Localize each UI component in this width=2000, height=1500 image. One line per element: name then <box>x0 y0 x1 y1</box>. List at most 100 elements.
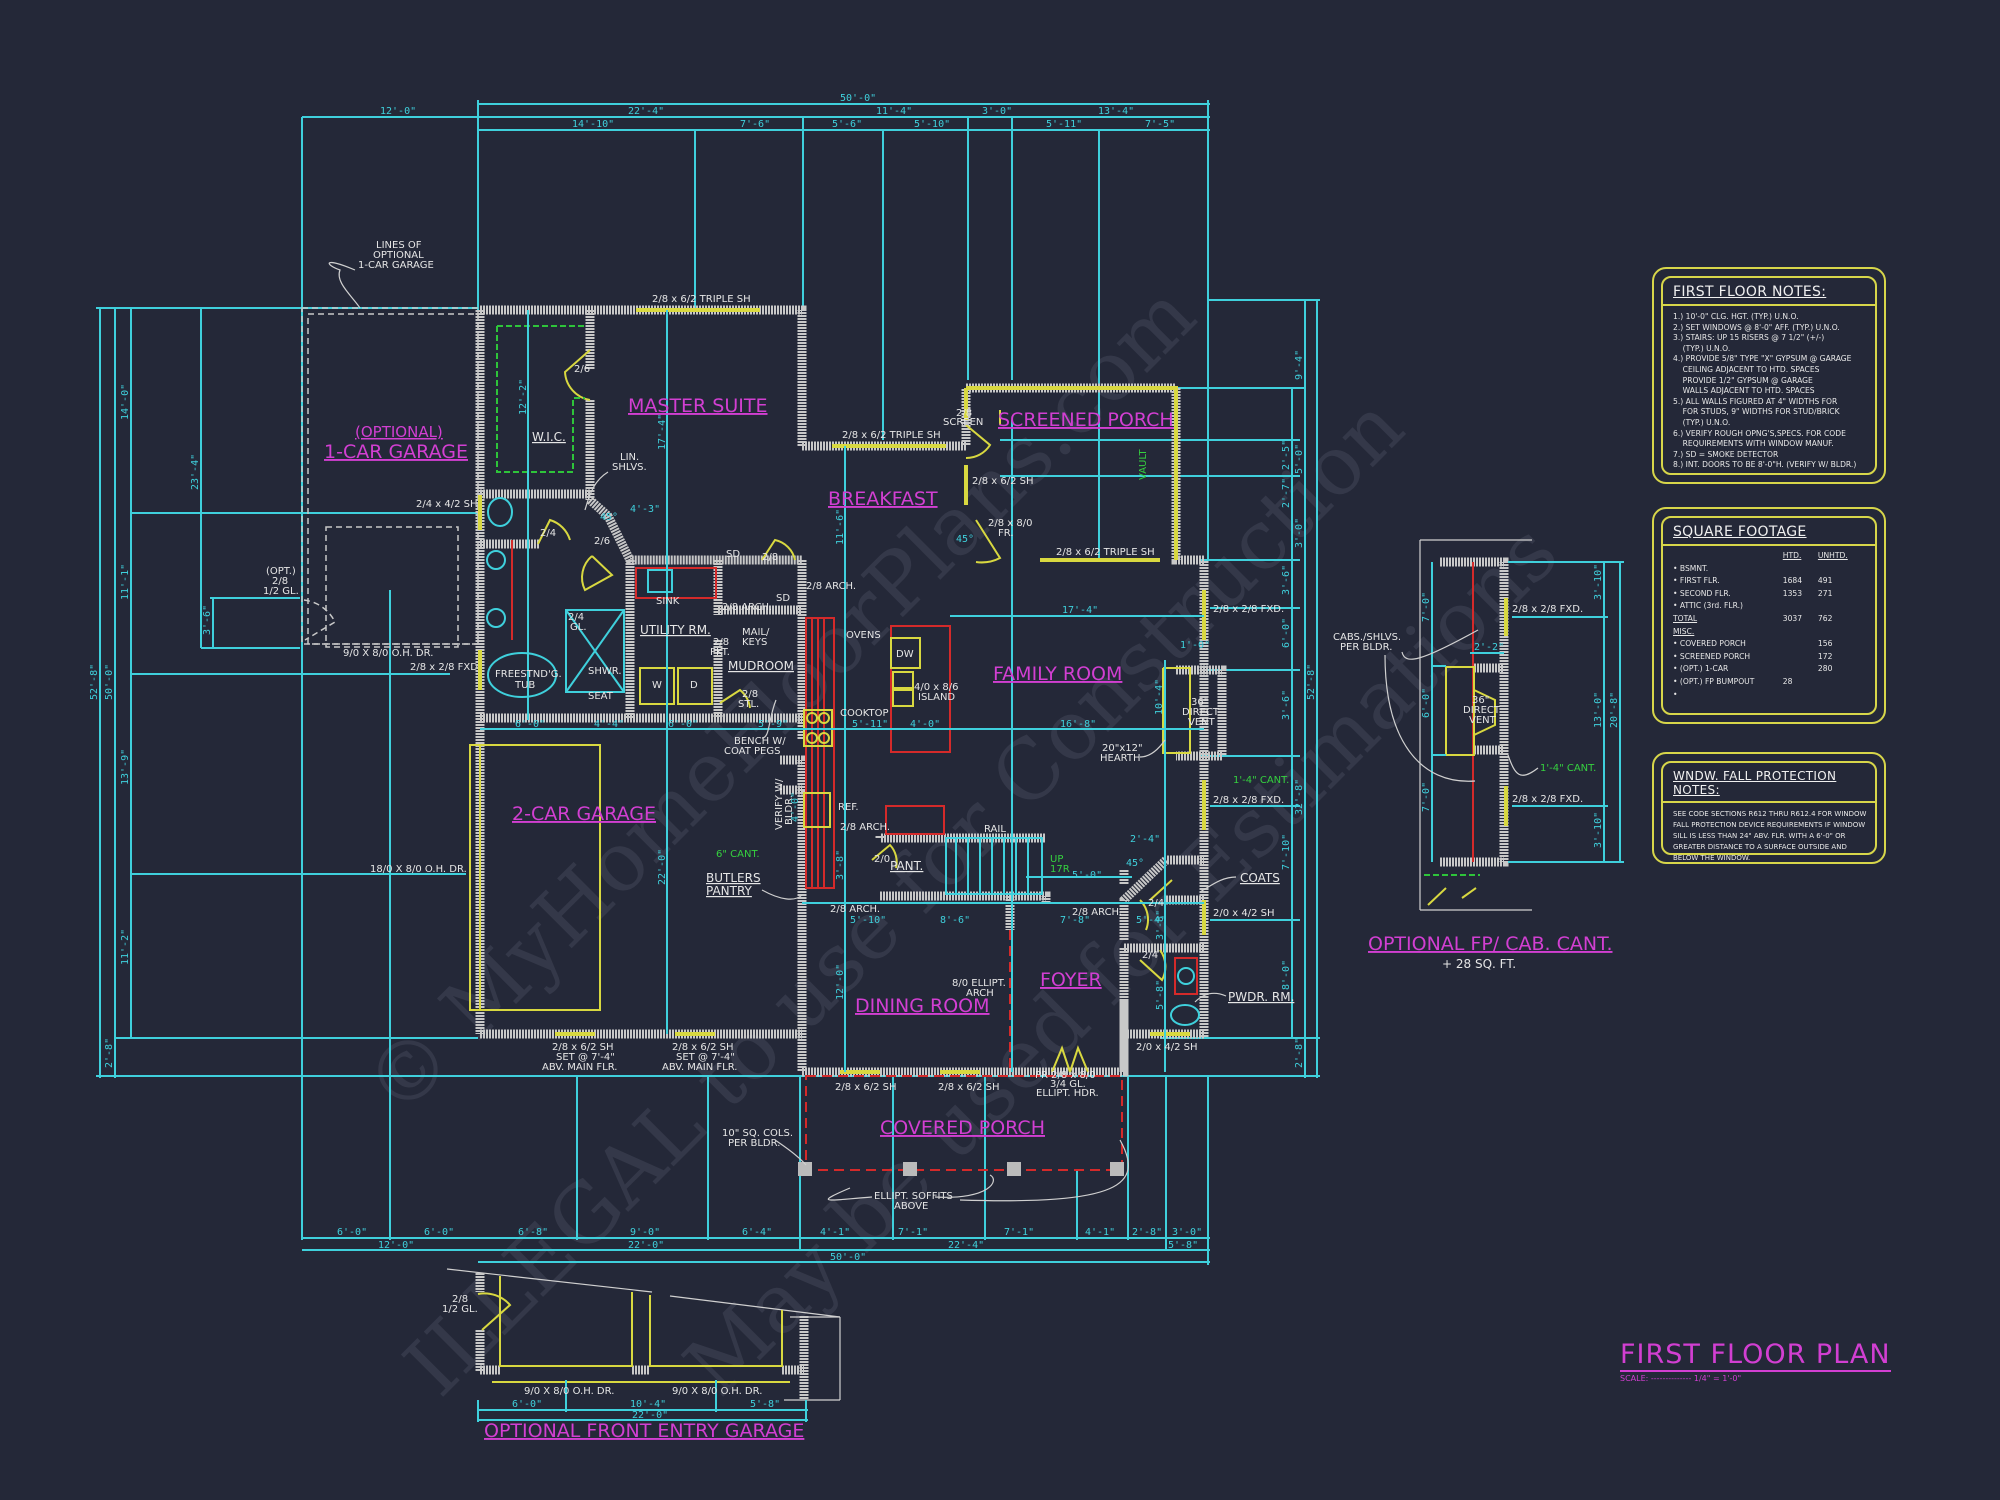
rail-label: RAIL <box>984 824 1006 835</box>
plan-title: FIRST FLOOR PLAN <box>1620 1339 1891 1372</box>
plan-title-block: FIRST FLOOR PLAN SCALE: -------------- 1… <box>1620 1340 1891 1383</box>
sf-misc-label: • SCREENED PORCH <box>1673 651 1751 661</box>
dim-left-fourth-0: 23'-4" <box>190 454 201 490</box>
fp-vent-3: VENT <box>1469 715 1497 726</box>
fg-oh-door-a: 9/0 X 8/0 O.H. DR. <box>524 1386 614 1397</box>
sd-2: SD <box>776 593 790 604</box>
doors <box>537 349 1173 1073</box>
sf-header-unhtd: UNHTD. <box>1817 551 1848 560</box>
dw-label: DW <box>896 649 914 660</box>
note-line: (TYP.) U.N.O. <box>1673 417 1731 427</box>
door-2-4-b: 2/4 <box>1148 898 1164 909</box>
door-2-0: 2/0 <box>874 854 890 865</box>
fall-protection-title: WNDW. FALL PROTECTION NOTES: <box>1663 763 1875 803</box>
cols-1: 10" SQ. COLS. <box>722 1128 793 1139</box>
window-2-4-sh-label: 2/4 x 4/2 SH <box>416 499 478 510</box>
sf-row-unhtd: 491 <box>1817 576 1833 586</box>
garage-win-1c: ABV. MAIN FLR. <box>542 1062 617 1073</box>
fp-dim-3: 2'-2" <box>1474 642 1504 653</box>
room-covered-porch: COVERED PORCH <box>880 1117 1045 1139</box>
dim-top-r1-1: 22'-4" <box>628 106 664 117</box>
note-line: PROVIDE 1/2" GYPSUM @ GARAGE <box>1673 375 1813 385</box>
room-master-suite: MASTER SUITE <box>628 395 768 417</box>
lines-opt-label-1: LINES OF <box>376 240 422 251</box>
stl-2: STL. <box>738 699 759 710</box>
garage-win-1a: 2/8 x 6/2 SH <box>552 1042 614 1053</box>
sf-misc-unhtd: 156 <box>1817 639 1833 649</box>
front-door-2: 3/4 GL. <box>1050 1079 1086 1090</box>
note-line: 1.) 10'-0" CLG. HGT. (TYP.) U.N.O. <box>1673 312 1799 321</box>
sf-misc-unhtd: 172 <box>1817 651 1833 661</box>
room-two-car-garage: 2-CAR GARAGE <box>512 803 656 825</box>
sf-misc-unhtd <box>1816 676 1867 689</box>
fp-dim-7: 20'-8" <box>1609 692 1620 728</box>
sf-row-unhtd: 271 <box>1817 588 1833 598</box>
dim-left-third-3: 11'-2" <box>120 929 131 965</box>
dim-right-small-0: 2'-5" <box>1281 440 1292 470</box>
tub-label-2: TUB <box>514 680 535 691</box>
window-2-0-sh-b: 2/0 x 4/2 SH <box>1136 1042 1198 1053</box>
dim-right-third-8: 2'-8" <box>1294 1038 1305 1068</box>
fg-dim-0: 6'-0" <box>512 1399 542 1410</box>
cant-1-4: 1'-4" CANT. <box>1233 775 1289 786</box>
fg-dim-1: 10'-4" <box>630 1399 666 1410</box>
dim-top-r2-3: 5'-10" <box>914 119 950 130</box>
up-1: UP <box>1050 854 1063 865</box>
sf-misc-row: • SCREENED PORCH 172 <box>1671 651 1867 664</box>
room-powder: PWDR. RM. <box>1228 990 1294 1004</box>
arch-2-8-d: 2/8 ARCH. <box>830 904 880 915</box>
plan-scale-dots: -------------- <box>1650 1374 1692 1383</box>
plan-scale-label: SCALE: <box>1620 1374 1649 1383</box>
dim-left-outer: 52'-8" <box>89 664 100 700</box>
note-line: WALLS ADJACENT TO HTD. SPACES <box>1673 386 1815 396</box>
sf-row-label: • BSMNT. <box>1673 563 1709 573</box>
ref-label: REF. <box>838 802 859 813</box>
washer-label: W <box>652 680 662 691</box>
note-line: 7.) SD = SMOKE DETECTOR <box>1673 449 1779 459</box>
sf-misc-htd <box>1781 689 1816 702</box>
plan-scale: SCALE: -------------- 1/4" = 1'-0" <box>1620 1374 1891 1383</box>
first-floor-notes-frame: FIRST FLOOR NOTES: 1.) 10'-0" CLG. HGT. … <box>1661 276 1877 475</box>
sf-row-label: • SECOND FLR. <box>1673 588 1731 598</box>
bench-2: COAT PEGS <box>724 746 780 757</box>
dim-fp-10-4: 10'-4" <box>1154 679 1165 715</box>
fp-fxd-2: 2/8 x 2/8 FXD. <box>1512 794 1583 805</box>
fxd-2: 2/8 x 2/8 FXD. <box>1213 795 1284 806</box>
front-door-3: ELLIPT. HDR. <box>1036 1088 1099 1099</box>
fg-door-1: 2/8 <box>452 1294 468 1305</box>
note-line: CEILING ADJACENT TO HTD. SPACES <box>1673 364 1820 374</box>
dim-right-outer: 52'-8" <box>1306 664 1317 700</box>
direct-vent-1: 36" <box>1191 697 1208 708</box>
fall-note-line: BELOW THE WINDOW. <box>1673 854 1751 862</box>
room-family-room: FAMILY ROOM <box>993 663 1122 685</box>
arch-2-8-b: 2/8 ARCH. <box>722 602 772 613</box>
garage-win-2c: ABV. MAIN FLR. <box>662 1062 737 1073</box>
dim-family-16-8: 16'-8" <box>1060 719 1096 730</box>
dim-right-third-1: 5'-0" <box>1294 444 1305 474</box>
note-line: REQUIREMENTS WITH WINDOW MANUF. <box>1673 439 1834 449</box>
garage-oh-door-label: 18/0 X 8/0 O.H. DR. <box>370 864 467 875</box>
dim-right-third-6: 7'-10" <box>1281 834 1292 870</box>
tub-label-1: FREESTND'G. <box>495 669 562 680</box>
note-line: (TYP.) U.N.O. <box>1673 343 1731 353</box>
sf-misc-htd: 28 <box>1782 676 1793 686</box>
opt-oh-door-label: 9/0 X 8/0 O.H. DR. <box>343 648 433 659</box>
sf-row: • BSMNT. <box>1671 563 1867 576</box>
arch-2-8-a: 2/8 ARCH. <box>806 581 856 592</box>
gl-door-1: 2/4 <box>568 612 584 623</box>
fp-dim-0: 7'-0" <box>1421 592 1432 622</box>
note-line: 3.) STAIRS: UP 15 RISERS @ 7 1/2" (+/-) <box>1673 333 1825 343</box>
dim-top-r1-0: 12'-0" <box>380 106 416 117</box>
dim-bottom-r1-7: 7'-1" <box>1004 1227 1034 1238</box>
seat-label: SEAT <box>588 691 614 702</box>
fp-cabs-1: CABS./SHLVS. <box>1333 632 1401 643</box>
dim-bottom-r1-1: 6'-0" <box>424 1227 454 1238</box>
sf-misc-label: • (OPT.) 1-CAR <box>1673 664 1729 674</box>
dim-master-height: 17'-4" <box>657 414 668 450</box>
top-dimensions: 50'-0" 12'-0" 22'-4" 11'-4" 3'-0" 13'-4"… <box>301 93 1210 560</box>
pkt-1: 2/8 <box>713 637 729 648</box>
sf-row-label: • ATTIC (3rd. FLR.) <box>1673 601 1744 611</box>
hearth-2: HEARTH <box>1100 753 1141 764</box>
square-footage-frame: SQUARE FOOTAGE HTD. UNHTD. • BSMNT. • FI… <box>1661 516 1877 715</box>
mail-2: KEYS <box>742 637 767 648</box>
